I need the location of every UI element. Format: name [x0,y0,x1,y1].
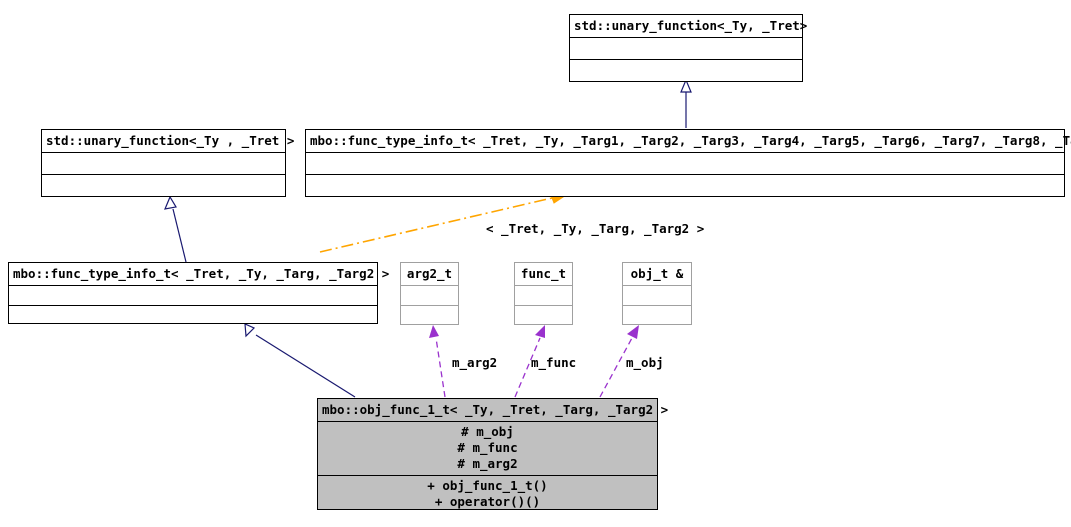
class-attributes: # m_obj # m_func # m_arg2 [318,422,657,476]
class-operation: + obj_func_1_t() [427,477,548,493]
class-attribute: # m_obj [461,424,514,440]
edge-label-m-func: m_func [531,355,577,370]
edge-label-m-arg2: m_arg2 [452,355,498,370]
class-attributes [9,286,377,307]
edge-label-template-binding: < _Tret, _Ty, _Targ, _Targ2 > [486,221,705,236]
class-attributes [570,38,802,60]
class-title: arg2_t [401,263,458,287]
class-box-std-unary-function-left[interactable]: std::unary_function<_Ty , _Tret > [41,129,294,197]
class-attribute: # m_arg2 [457,455,518,471]
class-title: std::unary_function<_Ty , _Tret > [42,130,294,154]
edge-usage-m-arg2 [429,325,446,398]
class-attributes [515,286,572,307]
class-box-func-t[interactable]: func_t [514,262,573,325]
edge-label-m-obj: m_obj [626,355,664,370]
class-box-func-type-info-t-primary[interactable]: mbo::func_type_info_t< _Tret, _Ty, _Targ… [305,129,1071,197]
class-attributes [401,286,458,307]
class-operation: + operator()() [434,493,541,509]
class-operations: + obj_func_1_t() + operator()() [318,476,657,513]
class-operations [306,175,1064,196]
class-attributes [623,286,691,307]
class-box-func-type-info-t-specialization[interactable]: mbo::func_type_info_t< _Tret, _Ty, _Targ… [8,262,389,326]
class-attributes [306,153,1064,175]
class-operations [401,306,458,326]
class-title: std::unary_function<_Ty, _Tret> [570,15,807,39]
edge-inheritance-spec-to-left-unary [164,195,187,263]
class-operations [9,306,377,326]
class-box-obj-t-ref[interactable]: obj_t & [622,262,692,325]
class-box-obj-func-1-t[interactable]: mbo::obj_func_1_t< _Ty, _Tret, _Targ, _T… [317,398,668,513]
class-operations [515,306,572,326]
class-title: func_t [515,263,572,287]
class-title: mbo::obj_func_1_t< _Ty, _Tret, _Targ, _T… [318,399,668,423]
class-title: mbo::func_type_info_t< _Tret, _Ty, _Targ… [306,130,1071,154]
class-title: obj_t & [623,263,691,287]
class-attribute: # m_func [457,440,518,455]
edge-inheritance-full-to-top [680,78,692,128]
class-attributes [42,153,285,175]
class-box-std-unary-function-top[interactable]: std::unary_function<_Ty, _Tret> [569,14,807,82]
class-box-arg2-t[interactable]: arg2_t [400,262,459,325]
class-operations [570,60,802,81]
class-operations [623,306,691,326]
edge-inheritance-objfunc-to-spec [244,323,356,398]
class-operations [42,175,285,196]
class-title: mbo::func_type_info_t< _Tret, _Ty, _Targ… [9,263,389,287]
